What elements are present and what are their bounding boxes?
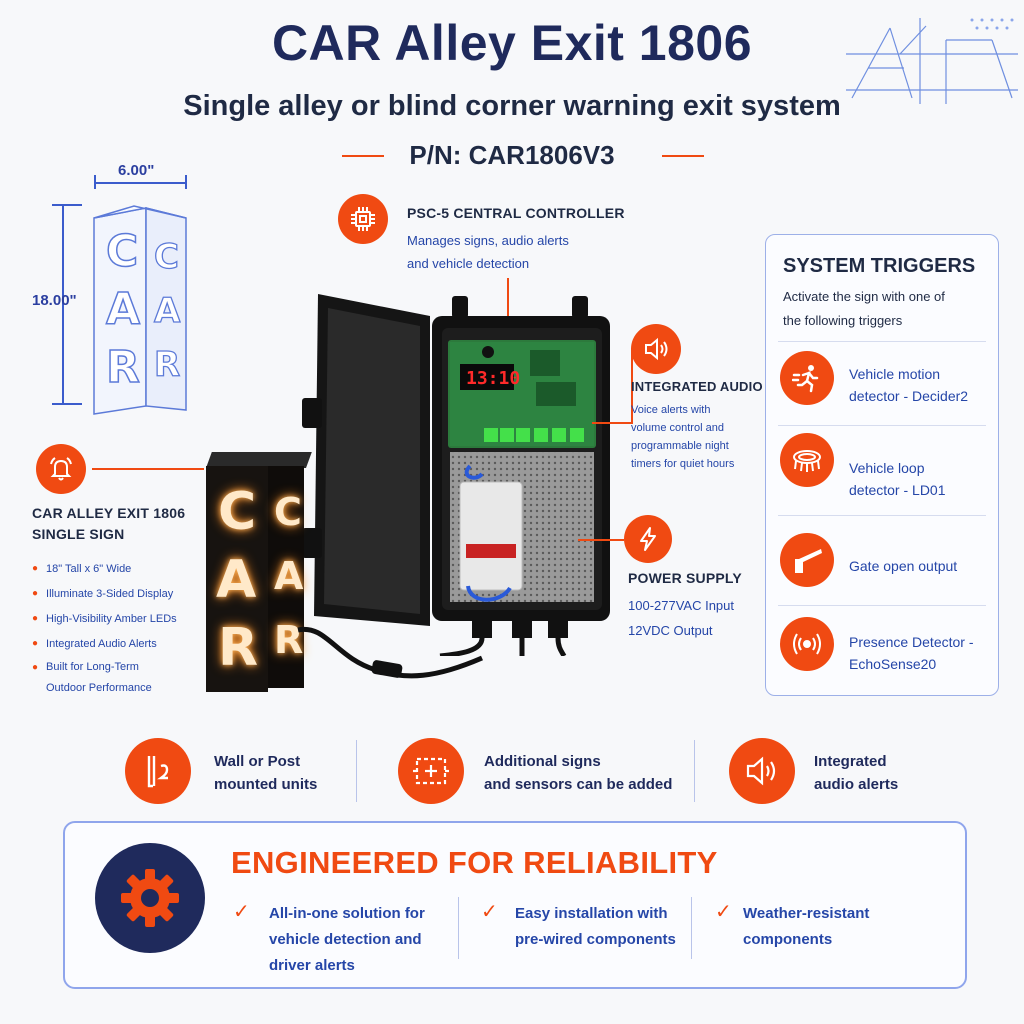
- list-item: ●Illuminate 3-Sided Display: [32, 587, 174, 600]
- check-icon: ✓: [715, 901, 732, 923]
- height-dimension-line: [62, 204, 64, 404]
- audio-title: INTEGRATED AUDIO: [631, 379, 763, 394]
- svg-text:A: A: [154, 291, 181, 331]
- feature-item: Wall or Post mounted units: [214, 753, 318, 793]
- list-item: ●18" Tall x 6" Wide: [32, 562, 132, 575]
- sign-cable: [297, 626, 483, 679]
- triggers-intro-1: Activate the sign with one of: [783, 289, 945, 304]
- check-icon: ✓: [481, 901, 498, 923]
- height-tick-bottom: [52, 403, 82, 405]
- controller-leader-line: [507, 278, 509, 330]
- feature-divider: [356, 740, 357, 802]
- divider-left: [342, 155, 384, 157]
- feature-divider: [694, 740, 695, 802]
- system-triggers-panel: SYSTEM TRIGGERS Activate the sign with o…: [765, 234, 999, 696]
- trigger-item: Vehicle motion detector - Decider2: [849, 366, 969, 404]
- svg-text:C: C: [154, 237, 179, 277]
- gear-icon: [95, 843, 205, 953]
- audio-leader-vertical: [631, 348, 633, 424]
- power-desc-1: 100-277VAC Input: [628, 598, 734, 613]
- trigger-item: Presence Detector - EchoSense20: [849, 634, 974, 672]
- width-dimension-line: [94, 182, 186, 184]
- audio-desc-4: timers for quiet hours: [631, 458, 735, 470]
- sign-letter-r: R: [218, 618, 259, 678]
- width-tick-left: [94, 175, 96, 189]
- list-item: ●Built for Long-Term: [32, 661, 139, 673]
- svg-text:R: R: [106, 342, 140, 393]
- gate-arm-icon: [780, 533, 834, 587]
- audio-desc-3: programmable night: [631, 440, 729, 452]
- power-leader-line: [578, 539, 624, 541]
- controller-desc-1: Manages signs, audio alerts: [407, 233, 569, 248]
- page-subtitle: Single alley or blind corner warning exi…: [183, 90, 841, 122]
- feature-item: Integrated audio alerts: [814, 753, 899, 793]
- audio-leader-line: [592, 422, 632, 424]
- sign-leader-line: [92, 468, 204, 470]
- cpu-chip-icon: [338, 194, 388, 244]
- svg-text:A: A: [106, 284, 140, 335]
- sign-side-letter-c: C: [274, 490, 302, 534]
- bell-icon: [36, 444, 86, 494]
- reliability-panel: ENGINEERED FOR RELIABILITY ✓ All-in-one …: [63, 821, 967, 989]
- controller-desc-2: and vehicle detection: [407, 256, 530, 271]
- speaker-icon: [729, 738, 795, 804]
- reliability-item: Weather-resistant components: [743, 905, 870, 948]
- part-number: P/N: CAR1806V3: [409, 140, 615, 170]
- sign-side-face: C A R: [268, 466, 304, 688]
- sign-letter-c: C: [218, 482, 257, 542]
- sign-front-face: C A R: [206, 466, 268, 692]
- audio-desc-1: Voice alerts with: [631, 404, 711, 416]
- reliability-divider: [458, 897, 459, 959]
- width-dimension: 6.00": [118, 162, 155, 179]
- running-person-icon: [780, 351, 834, 405]
- power-title: POWER SUPPLY: [628, 570, 742, 586]
- audio-desc-2: volume control and: [631, 422, 724, 434]
- illuminated-sign: C A R C A R: [206, 452, 312, 692]
- trigger-item: Vehicle loop detector - LD01: [849, 460, 946, 498]
- presence-signal-icon: [780, 617, 834, 671]
- reliability-item: Easy installation with pre-wired compone…: [515, 905, 676, 948]
- svg-text:C: C: [106, 226, 138, 277]
- triggers-intro-2: the following triggers: [783, 313, 903, 328]
- list-item: ●High-Visibility Amber LEDs: [32, 612, 177, 625]
- height-tick-top: [52, 204, 82, 206]
- speaker-icon: [631, 324, 681, 374]
- power-desc-2: 12VDC Output: [628, 623, 713, 638]
- reliability-item: All-in-one solution for vehicle detectio…: [269, 905, 425, 974]
- check-icon: ✓: [233, 901, 250, 923]
- divider-right: [662, 155, 704, 157]
- feature-item: Additional signs and sensors can be adde…: [484, 753, 673, 793]
- sign-side-letter-a: A: [274, 554, 304, 598]
- triggers-title: SYSTEM TRIGGERS: [783, 255, 976, 277]
- page-title: CAR Alley Exit 1806: [271, 15, 753, 71]
- wall-mount-icon: [125, 738, 191, 804]
- trigger-item: Gate open output: [849, 558, 958, 574]
- reliability-title: ENGINEERED FOR RELIABILITY: [231, 845, 718, 880]
- blueprint-sketch: [846, 18, 1018, 104]
- list-item-continued: Outdoor Performance: [46, 682, 152, 694]
- sign-title-1: CAR ALLEY EXIT 1806: [32, 505, 186, 521]
- add-module-icon: [398, 738, 464, 804]
- sign-letter-a: A: [216, 550, 257, 610]
- reliability-divider: [691, 897, 692, 959]
- controller-display: 13:10: [466, 368, 520, 389]
- sign-feature-list: ●18" Tall x 6" Wide ●Illuminate 3-Sided …: [32, 556, 222, 698]
- sign-title-2: SINGLE SIGN: [32, 526, 125, 542]
- height-dimension: 18.00": [32, 292, 77, 309]
- width-tick-right: [185, 175, 187, 189]
- list-item: ●Integrated Audio Alerts: [32, 637, 157, 650]
- loop-detector-icon: [780, 433, 834, 487]
- sign-side-letter-r: R: [274, 618, 304, 662]
- sign-outline-drawing: C A R C A R: [93, 205, 187, 415]
- lightning-icon: [624, 515, 672, 563]
- svg-text:R: R: [154, 345, 180, 385]
- controller-enclosure: 13:10: [302, 294, 610, 656]
- controller-title: PSC-5 CENTRAL CONTROLLER: [407, 205, 625, 221]
